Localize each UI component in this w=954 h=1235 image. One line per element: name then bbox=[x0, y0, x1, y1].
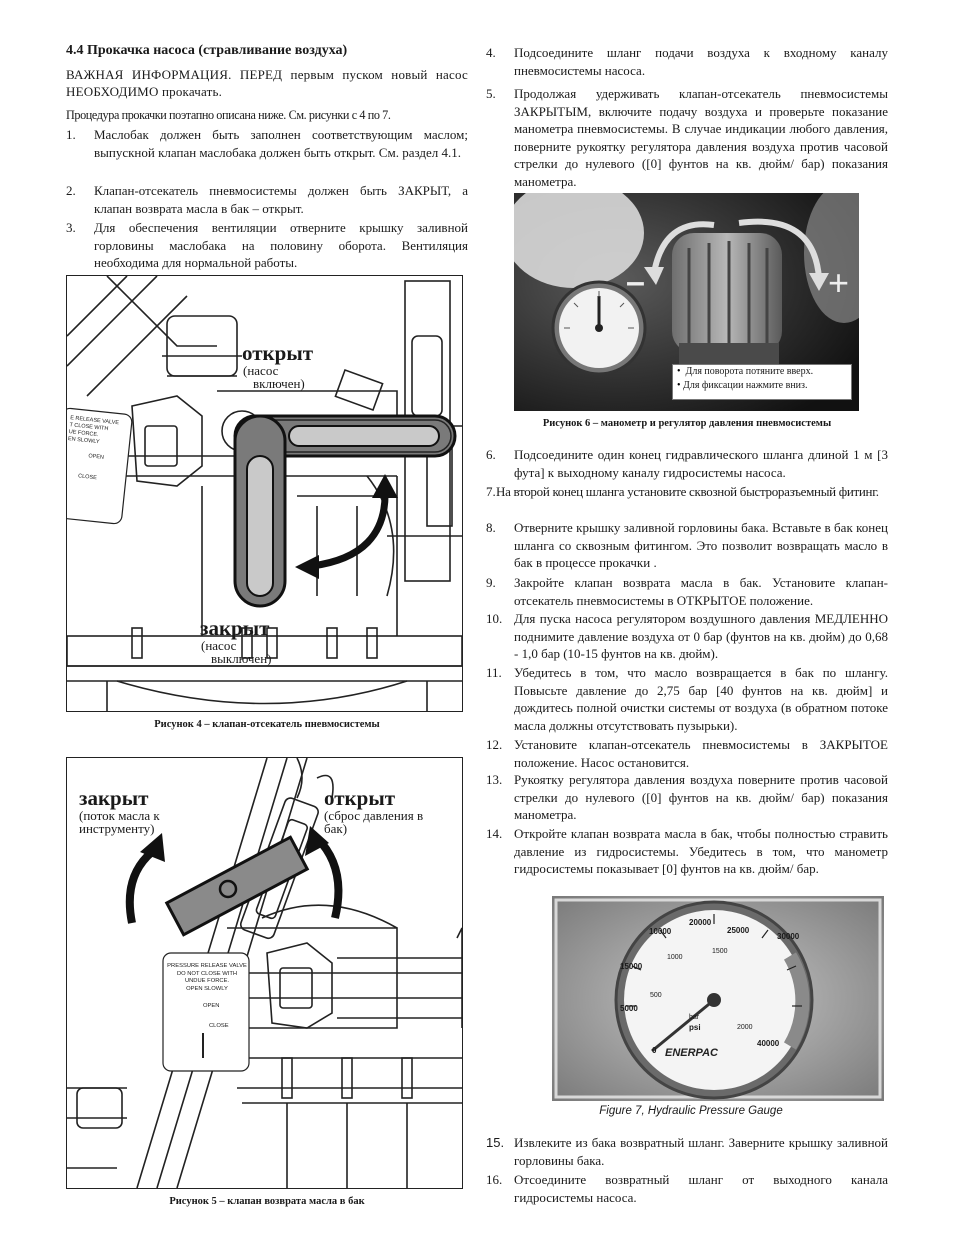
step-number: 11. bbox=[486, 665, 502, 680]
bar-unit: bar bbox=[689, 1014, 700, 1021]
figure-4-air-shutoff-valve: открыт (насос включен) закрыт (насос вык… bbox=[66, 275, 463, 712]
tick-25000: 25000 bbox=[727, 926, 750, 935]
step-number: 14. bbox=[486, 826, 503, 841]
pressure-release-tag bbox=[162, 952, 250, 1072]
step-text: Для обеспечения вентиляции отверните кры… bbox=[94, 220, 468, 270]
gauge-needle bbox=[651, 998, 715, 1053]
label-closed: закрыт bbox=[79, 786, 149, 810]
step-text: Установите клапан-отсекатель пневмосисте… bbox=[514, 737, 888, 770]
pressure-release-tag bbox=[67, 407, 133, 525]
minus-sign: – bbox=[626, 263, 645, 301]
step-text: Закройте клапан возврата масла в бак. Ус… bbox=[514, 575, 888, 608]
label-open-sub1: (сброс давления в bbox=[324, 808, 424, 823]
bar-tick-1500: 1500 bbox=[712, 948, 728, 955]
tag-text: PRESSURE RELEASE VALVE DO NOT CLOSE WITH… bbox=[167, 963, 247, 1029]
bar-tick-500: 500 bbox=[650, 992, 662, 999]
enerpac-logo: ENERPAC bbox=[665, 1047, 718, 1059]
figure-5-oil-return-valve: закрыт (поток масла к инструменту) откры… bbox=[66, 757, 463, 1189]
label-closed-sub1: (поток масла к bbox=[79, 808, 160, 823]
step-text: Рукоятку регулятора давления воздуха пов… bbox=[514, 772, 888, 822]
step-number: 5. bbox=[486, 86, 496, 101]
tick-0: 0 bbox=[652, 1046, 657, 1055]
bar-tick-2000: 2000 bbox=[737, 1024, 753, 1031]
tick-40000: 40000 bbox=[757, 1039, 780, 1048]
tick-5000: 5000 bbox=[620, 1004, 638, 1013]
step-number: 9. bbox=[486, 575, 496, 590]
step-text: Отверните крышку заливной горловины бака… bbox=[514, 520, 888, 570]
clockwise-arrow-icon bbox=[738, 218, 822, 279]
figure-6-regulator-photo: – + • Для поворота потяните вверх. • Для… bbox=[514, 193, 859, 411]
step-number: 1. bbox=[66, 127, 76, 142]
plus-sign: + bbox=[828, 262, 850, 303]
section-title: 4.4 Прокачка насоса (стравливание воздух… bbox=[66, 43, 348, 58]
step-number: 10. bbox=[486, 611, 503, 626]
figure-7-caption: Figure 7, Hydraulic Pressure Gauge bbox=[599, 1105, 783, 1117]
label-closed-sub2: инструменту) bbox=[79, 821, 155, 836]
label-open-sub2: включен) bbox=[253, 376, 305, 391]
figure-5-drawing bbox=[67, 758, 462, 1188]
figure-7-hydraulic-gauge-photo: 10000 15000 20000 25000 5000 0 30000 400… bbox=[552, 896, 884, 1101]
step-number: 12. bbox=[486, 737, 503, 752]
tick-30000: 30000 bbox=[777, 932, 800, 941]
figure-5-caption: Рисунок 5 – клапан возврата масла в бак bbox=[169, 1196, 365, 1207]
figure-6-caption: Рисунок 6 – манометр и регулятор давлени… bbox=[542, 418, 832, 429]
step-number: 2. bbox=[66, 183, 76, 198]
label-open: открыт bbox=[242, 341, 314, 365]
step-text: Отсоедините возвратный шланг от выходног… bbox=[514, 1172, 888, 1205]
psi-unit: psi bbox=[689, 1023, 701, 1032]
label-closed-sub1: (насос bbox=[201, 638, 237, 653]
step-number: 6. bbox=[486, 447, 496, 462]
step-text: Извлеките из бака возвратный шланг. Заве… bbox=[514, 1135, 888, 1168]
step-number: 15. bbox=[486, 1135, 505, 1150]
figure-4-drawing bbox=[67, 276, 462, 711]
step-text: Подсоедините шланг подачи воздуха к вход… bbox=[514, 45, 888, 78]
step-text: Продолжая удерживать клапан-отсекатель п… bbox=[514, 86, 888, 189]
label-open-sub2: бак) bbox=[324, 821, 348, 836]
label-closed: закрыт bbox=[200, 616, 270, 640]
label-closed-sub2: выключен) bbox=[211, 651, 272, 666]
counterclockwise-arrow-icon bbox=[651, 221, 715, 274]
step-text: Подсоедините один конец гидравлического … bbox=[514, 447, 888, 480]
step-number: 16. bbox=[486, 1172, 503, 1187]
knob-instructions: • Для поворота потяните вверх. • Для фик… bbox=[672, 364, 852, 400]
tick-10000: 10000 bbox=[649, 927, 672, 936]
intro-text: Процедура прокачки поэтапно описана ниже… bbox=[66, 108, 391, 122]
important-note: ВАЖНАЯ ИНФОРМАЦИЯ. ПЕРЕД первым пуском н… bbox=[66, 67, 468, 99]
step-number: 8. bbox=[486, 520, 496, 535]
step-text: Клапан-отсекатель пневмосистемы должен б… bbox=[94, 183, 468, 216]
step-number: 4. bbox=[486, 45, 496, 60]
figure-7-drawing bbox=[552, 896, 884, 1101]
step-text: Откройте клапан возврата масла в бак, чт… bbox=[514, 826, 888, 876]
step-text: На второй конец шланга установите сквозн… bbox=[496, 484, 879, 499]
rotation-arrow-icon bbox=[311, 490, 389, 570]
tick-20000: 20000 bbox=[689, 918, 712, 927]
step-text: Маслобак должен быть заполнен соответств… bbox=[94, 127, 468, 160]
tick-15000: 15000 bbox=[620, 962, 643, 971]
tag-text: E RELEASE VALVE T CLOSE WITH UE FORCE. E… bbox=[67, 415, 120, 482]
step-text: Убедитесь в том, что масло возвращается … bbox=[514, 665, 888, 733]
oil-return-handle bbox=[164, 835, 310, 937]
label-open-sub1: (насос bbox=[243, 363, 279, 378]
step-number: 7. bbox=[486, 484, 496, 499]
step-number: 13. bbox=[486, 772, 503, 787]
arrow-closed-icon bbox=[125, 844, 160, 924]
step-text: Для пуска насоса регулятором воздушного … bbox=[514, 611, 888, 661]
step-number: 3. bbox=[66, 220, 76, 235]
bar-tick-1000: 1000 bbox=[667, 954, 683, 961]
label-open: открыт bbox=[324, 786, 396, 810]
figure-4-caption: Рисунок 4 – клапан-отсекатель пневмосист… bbox=[154, 719, 380, 730]
